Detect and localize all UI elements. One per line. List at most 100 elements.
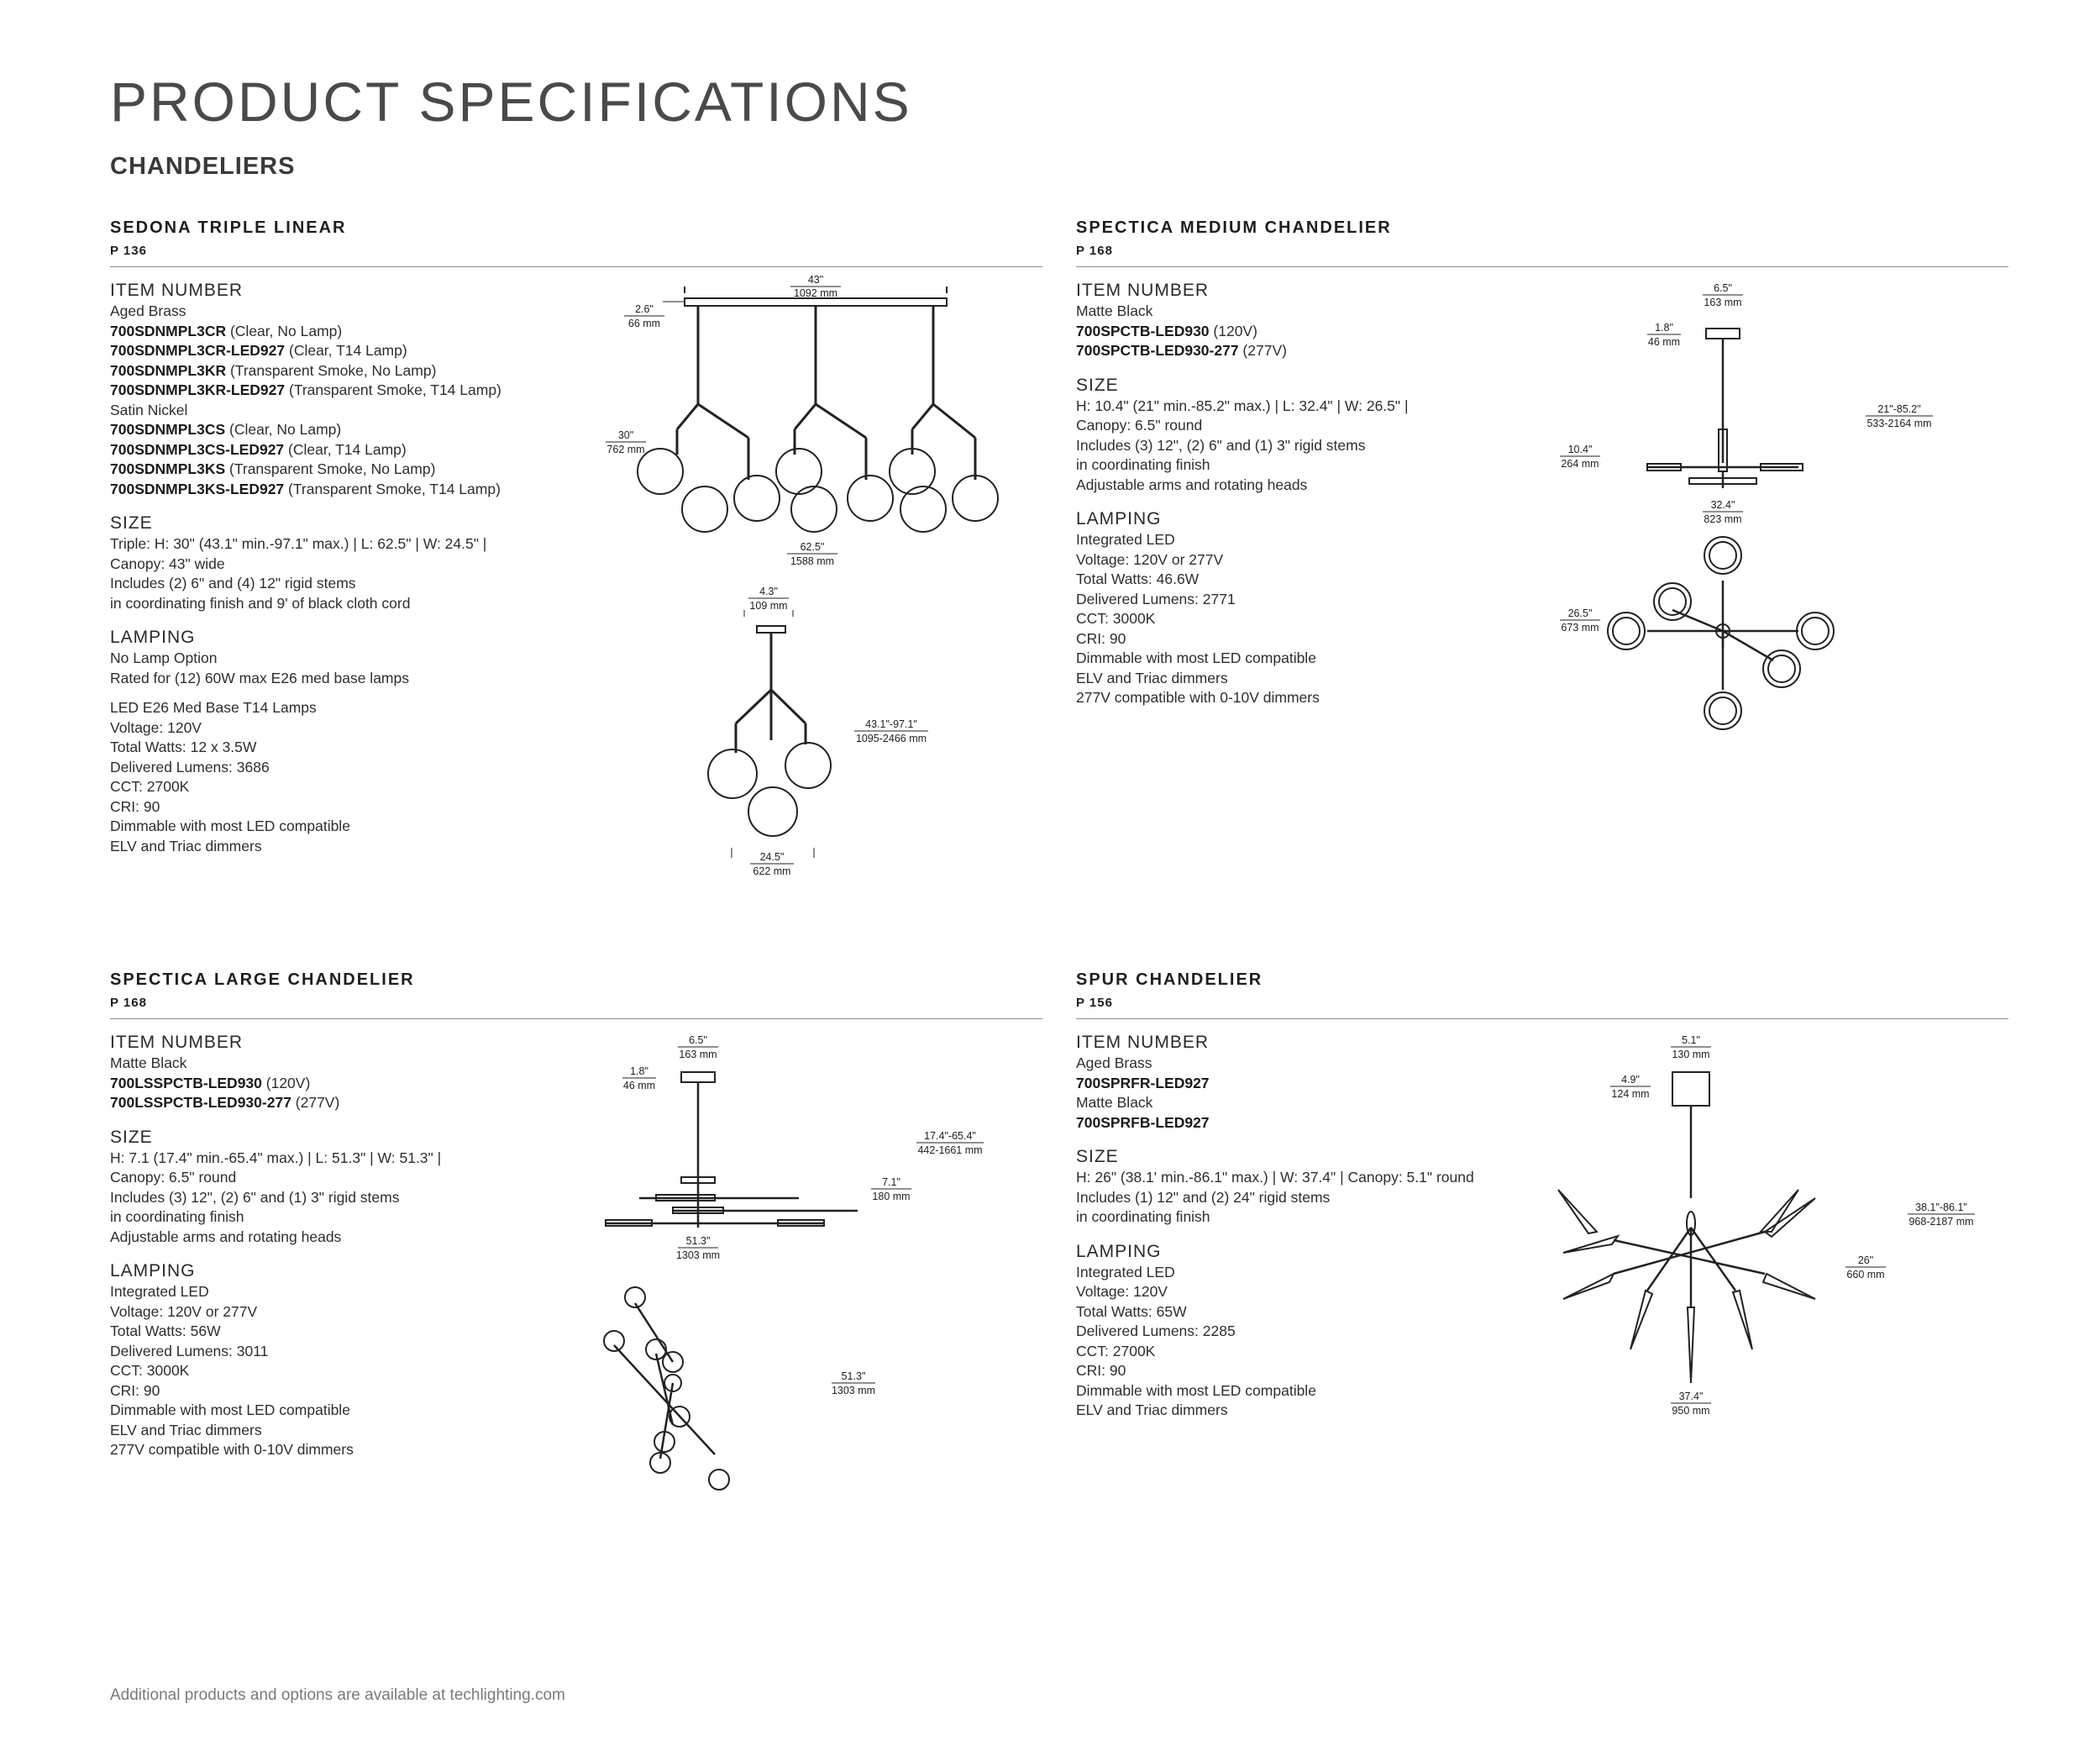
spec-text: ITEM NUMBER Matte Black 700LSSPCTB-LED93… xyxy=(110,1032,606,1474)
svg-text:1092 mm: 1092 mm xyxy=(794,287,837,299)
lamping-line: Delivered Lumens: 2771 xyxy=(1076,590,1236,607)
svg-text:950 mm: 950 mm xyxy=(1672,1405,1709,1417)
svg-text:2.6": 2.6" xyxy=(635,303,654,315)
lamping-block: LAMPING Integrated LED Voltage: 120V Tot… xyxy=(1076,1241,1572,1421)
size-line: Includes (3) 12", (2) 6" and (1) 3" rigi… xyxy=(110,1188,400,1206)
footer-note: Additional products and options are avai… xyxy=(110,1686,565,1704)
spec-text: ITEM NUMBER Aged Brass 700SPRFR-LED927 M… xyxy=(1076,1032,1572,1434)
svg-text:180 mm: 180 mm xyxy=(872,1191,910,1202)
item-number-block: ITEM NUMBER Aged Brass 700SDNMPL3CR (Cle… xyxy=(110,280,606,499)
item-line: 700SPRFR-LED927 xyxy=(1076,1074,1210,1091)
lamping-line: CRI: 90 xyxy=(110,797,160,815)
lamping-line: ELV and Triac dimmers xyxy=(1076,1401,1228,1418)
item-line: 700SDNMPL3KR (Transparent Smoke, No Lamp… xyxy=(110,361,437,379)
size-block: SIZE H: 26" (38.1' min.-86.1" max.) | W:… xyxy=(1076,1146,1572,1228)
lamping-line: Delivered Lumens: 3011 xyxy=(110,1342,269,1359)
lamping-heading: LAMPING xyxy=(110,628,196,647)
item-line: 700SPRFB-LED927 xyxy=(1076,1113,1210,1131)
dimension-labels: 5.1" 130 mm 4.9" 124 mm 38.1"-86.1" 968-… xyxy=(1610,1034,1975,1417)
item-line: Aged Brass xyxy=(1076,1054,1152,1071)
product-sedona-triple-linear: SEDONA TRIPLE LINEAR P 136 ITEM NUMBER A… xyxy=(110,219,1042,877)
divider xyxy=(110,1018,1042,1019)
lamping-line: Dimmable with most LED compatible xyxy=(110,818,350,834)
size-line: H: 7.1 (17.4" min.-65.4" max.) | L: 51.3… xyxy=(110,1149,442,1166)
spectica-medium-dimension-drawing: 6.5" 163 mm 1.8" 46 mm 21"-85.2" 533-216… xyxy=(1560,282,1933,730)
lamping-block: LAMPING Integrated LED Voltage: 120V or … xyxy=(110,1260,606,1460)
product-page-ref: P 168 xyxy=(1076,244,1113,258)
size-line: H: 10.4" (21" min.-85.2" max.) | L: 32.4… xyxy=(1076,397,1409,414)
size-line: Adjustable arms and rotating heads xyxy=(110,1228,342,1245)
size-line: Includes (1) 12" and (2) 24" rigid stems xyxy=(1076,1188,1331,1206)
svg-text:51.3": 51.3" xyxy=(842,1370,866,1382)
svg-text:43.1"-97.1": 43.1"-97.1" xyxy=(865,718,917,730)
svg-text:46 mm: 46 mm xyxy=(1648,336,1680,348)
item-line: 700SPCTB-LED930 (120V) xyxy=(1076,322,1257,339)
svg-text:622 mm: 622 mm xyxy=(753,865,790,877)
size-line: Triple: H: 30" (43.1" min.-97.1" max.) |… xyxy=(110,535,487,552)
product-name: SPUR CHANDELIER xyxy=(1076,970,1263,989)
dimension-labels: 6.5" 163 mm 1.8" 46 mm 21"-85.2" 533-216… xyxy=(1560,282,1933,634)
svg-text:6.5": 6.5" xyxy=(689,1034,707,1046)
lamping-line: CCT: 3000K xyxy=(110,1362,190,1379)
svg-text:1588 mm: 1588 mm xyxy=(790,555,834,567)
lamping-line: ELV and Triac dimmers xyxy=(1076,669,1228,686)
item-line: 700SDNMPL3CS (Clear, No Lamp) xyxy=(110,421,342,438)
size-line: Includes (3) 12", (2) 6" and (1) 3" rigi… xyxy=(1076,436,1366,454)
lamping-line: ELV and Triac dimmers xyxy=(110,837,262,854)
item-line: 700LSSPCTB-LED930 (120V) xyxy=(110,1074,311,1091)
svg-text:264 mm: 264 mm xyxy=(1561,458,1599,470)
svg-text:66 mm: 66 mm xyxy=(628,318,660,329)
item-line: Aged Brass xyxy=(110,302,186,319)
svg-text:10.4": 10.4" xyxy=(1568,444,1593,455)
lamping-line: Delivered Lumens: 2285 xyxy=(1076,1322,1236,1339)
size-line: Includes (2) 6" and (4) 12" rigid stems xyxy=(110,575,356,592)
svg-text:32.4": 32.4" xyxy=(1711,499,1735,511)
size-heading: SIZE xyxy=(110,1127,153,1147)
item-number-block: ITEM NUMBER Aged Brass 700SPRFR-LED927 M… xyxy=(1076,1032,1572,1133)
divider xyxy=(1076,266,2008,267)
lamping-line: Voltage: 120V xyxy=(110,718,202,736)
svg-text:1095-2466 mm: 1095-2466 mm xyxy=(856,733,927,744)
lamping-heading: LAMPING xyxy=(1076,509,1162,528)
item-number-heading: ITEM NUMBER xyxy=(110,281,243,300)
item-line: 700SDNMPL3CR-LED927 (Clear, T14 Lamp) xyxy=(110,342,407,359)
product-name: SPECTICA LARGE CHANDELIER xyxy=(110,970,415,989)
svg-text:1303 mm: 1303 mm xyxy=(676,1249,720,1261)
svg-text:1303 mm: 1303 mm xyxy=(832,1385,875,1396)
item-line: 700SDNMPL3CS-LED927 (Clear, T14 Lamp) xyxy=(110,440,407,458)
svg-text:7.1": 7.1" xyxy=(882,1176,900,1188)
lamping-line: CRI: 90 xyxy=(1076,629,1126,647)
lamping-line: Voltage: 120V or 277V xyxy=(1076,550,1224,568)
lamping-line: Total Watts: 56W xyxy=(110,1322,221,1339)
product-spur-chandelier: SPUR CHANDELIER P 156 ITEM NUMBER Aged B… xyxy=(1076,971,2008,1627)
svg-text:4.9": 4.9" xyxy=(1621,1074,1640,1086)
item-line: 700SDNMPL3KR-LED927 (Transparent Smoke, … xyxy=(110,381,501,398)
lamping-line: Dimmable with most LED compatible xyxy=(1076,649,1316,666)
lamping-line: Integrated LED xyxy=(1076,531,1175,548)
svg-text:6.5": 6.5" xyxy=(1714,282,1732,294)
item-line: 700SDNMPL3KS-LED927 (Transparent Smoke, … xyxy=(110,480,501,497)
svg-text:673 mm: 673 mm xyxy=(1561,622,1599,634)
svg-text:17.4"-65.4": 17.4"-65.4" xyxy=(924,1130,976,1142)
svg-text:43": 43" xyxy=(808,274,823,286)
product-name: SPECTICA MEDIUM CHANDELIER xyxy=(1076,218,1392,237)
lamping-heading: LAMPING xyxy=(110,1261,196,1280)
size-block: SIZE H: 7.1 (17.4" min.-65.4" max.) | L:… xyxy=(110,1127,606,1248)
size-block: SIZE Triple: H: 30" (43.1" min.-97.1" ma… xyxy=(110,513,606,613)
size-line: H: 26" (38.1' min.-86.1" max.) | W: 37.4… xyxy=(1076,1169,1474,1186)
svg-text:130 mm: 130 mm xyxy=(1672,1049,1709,1060)
item-number-heading: ITEM NUMBER xyxy=(1076,1033,1209,1052)
product-spectica-medium: SPECTICA MEDIUM CHANDELIER P 168 ITEM NU… xyxy=(1076,219,2008,875)
item-number-heading: ITEM NUMBER xyxy=(110,1033,243,1052)
product-spectica-large: SPECTICA LARGE CHANDELIER P 168 ITEM NUM… xyxy=(110,971,1042,1627)
lamping-line: CRI: 90 xyxy=(110,1381,160,1399)
size-line: in coordinating finish xyxy=(1076,456,1210,473)
svg-text:46 mm: 46 mm xyxy=(623,1080,655,1091)
lamping-line: Integrated LED xyxy=(110,1283,209,1300)
lamping-line: CCT: 2700K xyxy=(1076,1342,1156,1359)
svg-text:660 mm: 660 mm xyxy=(1846,1269,1884,1280)
size-line: Adjustable arms and rotating heads xyxy=(1076,476,1308,493)
item-line: 700SPCTB-LED930-277 (277V) xyxy=(1076,342,1287,359)
spur-dimension-drawing: 5.1" 130 mm 4.9" 124 mm 38.1"-86.1" 968-… xyxy=(1557,1034,1975,1417)
item-number-block: ITEM NUMBER Matte Black 700SPCTB-LED930 … xyxy=(1076,280,1572,361)
